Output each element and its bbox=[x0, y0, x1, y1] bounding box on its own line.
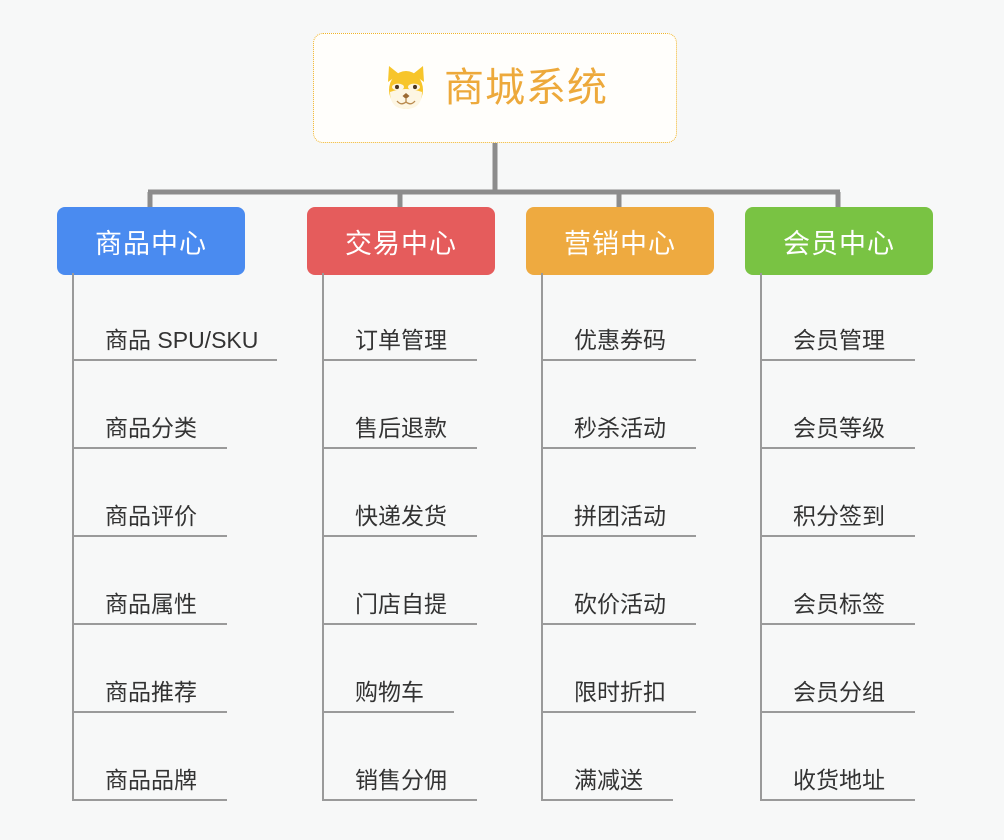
leaf-label: 秒杀活动 bbox=[574, 415, 666, 441]
leaf-label: 商品品牌 bbox=[105, 767, 197, 793]
leaf-item[interactable]: 会员等级 bbox=[760, 361, 915, 449]
leaf-label: 收货地址 bbox=[793, 767, 885, 793]
leaf-label: 砍价活动 bbox=[574, 591, 666, 617]
root-node[interactable]: 商城系统 bbox=[313, 33, 677, 143]
leaf-item[interactable]: 订单管理 bbox=[322, 273, 477, 361]
branch-spine bbox=[760, 273, 762, 801]
leaf-label: 商品分类 bbox=[105, 415, 197, 441]
leaf-item[interactable]: 商品评价 bbox=[72, 449, 227, 537]
branch-spine bbox=[72, 273, 74, 801]
leaf-label: 商品 SPU/SKU bbox=[105, 327, 259, 353]
branch-spine bbox=[322, 273, 324, 801]
leaf-item[interactable]: 会员标签 bbox=[760, 537, 915, 625]
leaf-item[interactable]: 商品品牌 bbox=[72, 713, 227, 801]
leaf-label: 优惠券码 bbox=[574, 327, 666, 353]
leaf-item[interactable]: 售后退款 bbox=[322, 361, 477, 449]
leaf-item[interactable]: 拼团活动 bbox=[541, 449, 696, 537]
leaf-item[interactable]: 商品属性 bbox=[72, 537, 227, 625]
leaf-label: 门店自提 bbox=[355, 591, 447, 617]
leaf-label: 限时折扣 bbox=[574, 679, 666, 705]
leaf-label: 会员分组 bbox=[793, 679, 885, 705]
leaf-item[interactable]: 会员分组 bbox=[760, 625, 915, 713]
leaf-column-product: 商品 SPU/SKU 商品分类 商品评价 商品属性 商品推荐 商品品牌 bbox=[72, 273, 277, 801]
category-box-trade[interactable]: 交易中心 bbox=[307, 207, 495, 275]
leaf-item[interactable]: 商品推荐 bbox=[72, 625, 227, 713]
leaf-label: 购物车 bbox=[355, 679, 424, 705]
leaf-label: 会员等级 bbox=[793, 415, 885, 441]
leaf-item[interactable]: 砍价活动 bbox=[541, 537, 696, 625]
category-box-member[interactable]: 会员中心 bbox=[745, 207, 933, 275]
category-box-marketing[interactable]: 营销中心 bbox=[526, 207, 714, 275]
leaf-label: 满减送 bbox=[574, 767, 643, 793]
leaf-label: 订单管理 bbox=[355, 327, 447, 353]
leaf-column-member: 会员管理 会员等级 积分签到 会员标签 会员分组 收货地址 bbox=[760, 273, 915, 801]
leaf-item[interactable]: 满减送 bbox=[541, 713, 673, 801]
leaf-item[interactable]: 会员管理 bbox=[760, 273, 915, 361]
leaf-label: 商品属性 bbox=[105, 591, 197, 617]
root-title: 商城系统 bbox=[444, 66, 608, 110]
leaf-item[interactable]: 优惠券码 bbox=[541, 273, 696, 361]
leaf-label: 商品推荐 bbox=[105, 679, 197, 705]
leaf-item[interactable]: 商品分类 bbox=[72, 361, 227, 449]
branch-spine bbox=[541, 273, 543, 801]
leaf-item[interactable]: 秒杀活动 bbox=[541, 361, 696, 449]
leaf-label: 会员管理 bbox=[793, 327, 885, 353]
category-label: 商品中心 bbox=[95, 228, 207, 259]
leaf-column-marketing: 优惠券码 秒杀活动 拼团活动 砍价活动 限时折扣 满减送 bbox=[541, 273, 696, 801]
leaf-label: 会员标签 bbox=[793, 591, 885, 617]
leaf-label: 销售分佣 bbox=[355, 767, 447, 793]
category-label: 交易中心 bbox=[345, 228, 457, 259]
leaf-column-trade: 订单管理 售后退款 快递发货 门店自提 购物车 销售分佣 bbox=[322, 273, 477, 801]
leaf-label: 商品评价 bbox=[105, 503, 197, 529]
leaf-item[interactable]: 限时折扣 bbox=[541, 625, 696, 713]
category-label: 会员中心 bbox=[783, 228, 895, 259]
leaf-label: 拼团活动 bbox=[574, 503, 666, 529]
shiba-dog-face-icon bbox=[388, 66, 424, 109]
leaf-item[interactable]: 快递发货 bbox=[322, 449, 477, 537]
category-box-product[interactable]: 商品中心 bbox=[57, 207, 245, 275]
leaf-item[interactable]: 积分签到 bbox=[760, 449, 915, 537]
leaf-item[interactable]: 收货地址 bbox=[760, 713, 915, 801]
leaf-item[interactable]: 商品 SPU/SKU bbox=[72, 273, 277, 361]
leaf-item[interactable]: 销售分佣 bbox=[322, 713, 477, 801]
leaf-label: 售后退款 bbox=[355, 415, 447, 441]
leaf-item[interactable]: 购物车 bbox=[322, 625, 454, 713]
leaf-label: 积分签到 bbox=[793, 503, 885, 529]
leaf-label: 快递发货 bbox=[355, 503, 447, 529]
category-label: 营销中心 bbox=[564, 228, 676, 259]
leaf-item[interactable]: 门店自提 bbox=[322, 537, 477, 625]
